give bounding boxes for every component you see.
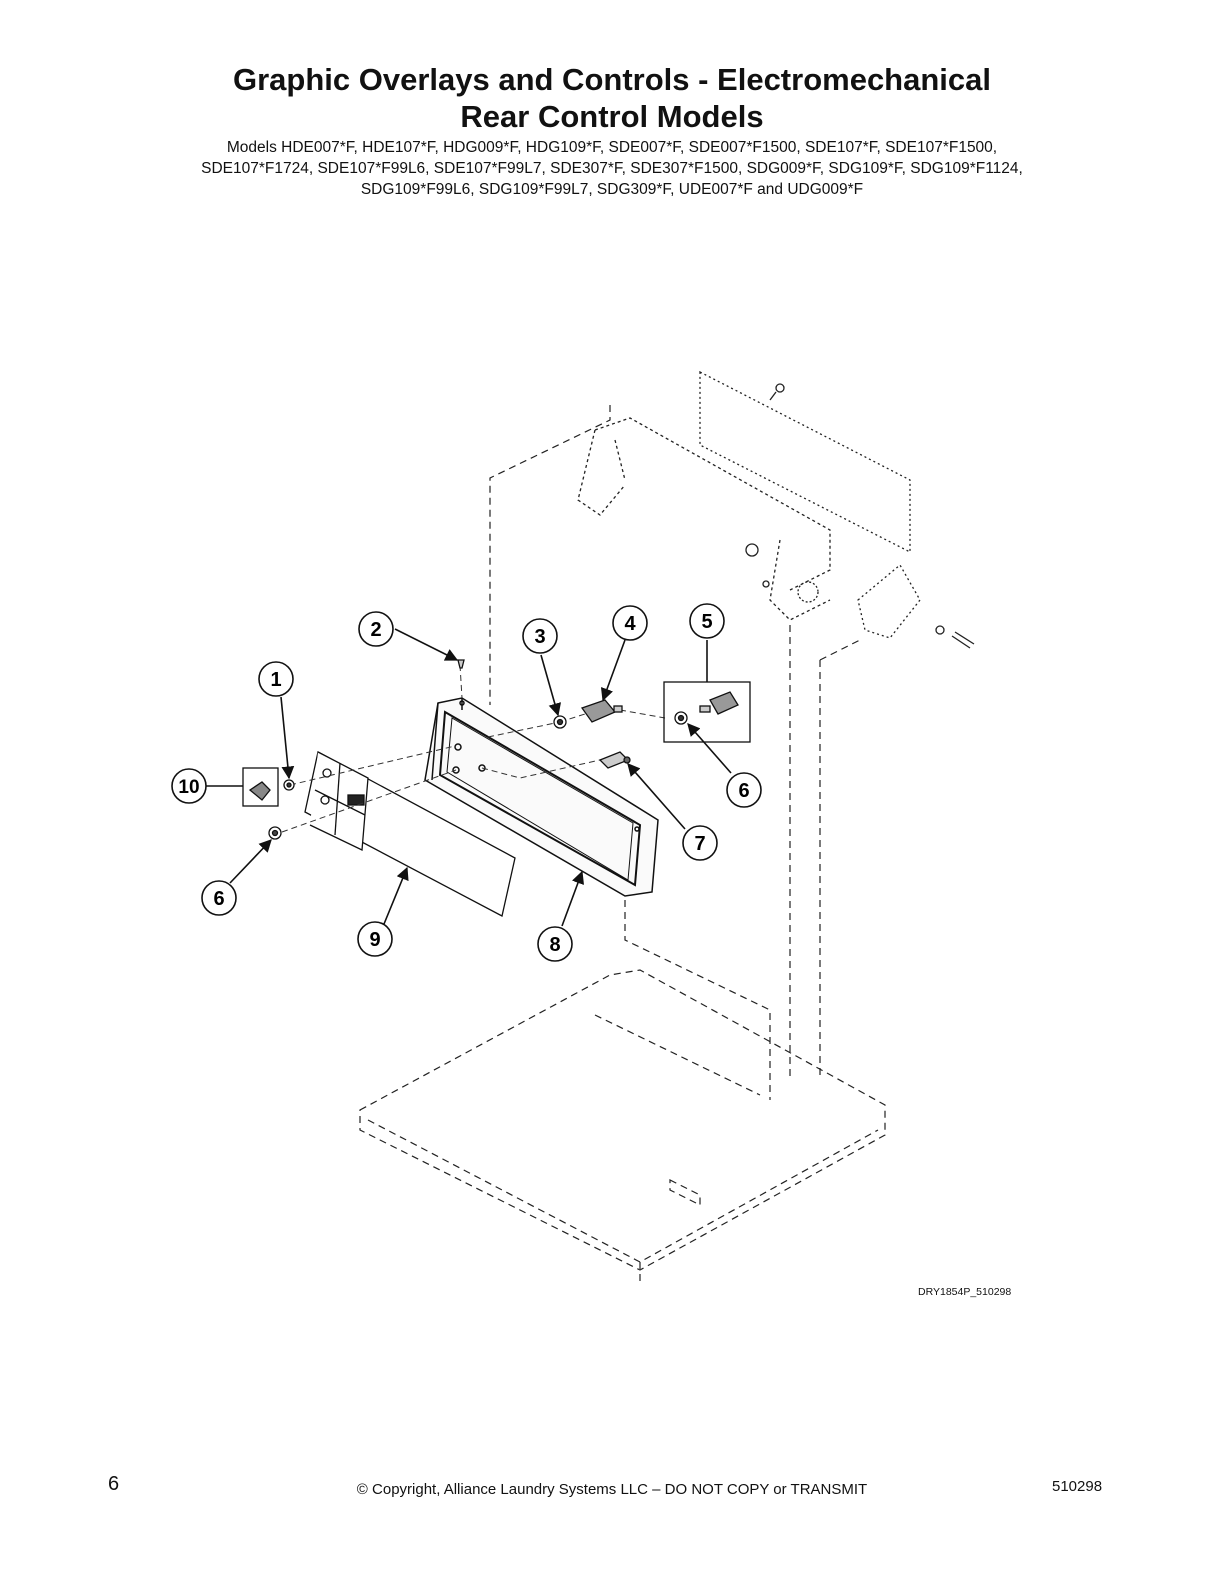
svg-text:3: 3 — [534, 626, 545, 648]
cabinet-outline — [359, 405, 886, 1282]
svg-text:6: 6 — [738, 780, 749, 802]
assembly-lines — [281, 664, 666, 833]
callout-7: 7 — [682, 825, 718, 861]
svg-text:8: 8 — [549, 934, 560, 956]
leader-arrows — [206, 628, 732, 927]
models-list-line-3: SDG109*F99L6, SDG109*F99L7, SDG309*F, UD… — [360, 181, 864, 198]
models-list-line-1: Models HDE007*F, HDE107*F, HDG009*F, HDG… — [226, 139, 998, 156]
diagram-reference-code: DRY1854P_510298 — [918, 1286, 1012, 1298]
page-title-line-1: Graphic Overlays and Controls - Electrom… — [232, 62, 992, 97]
page-number: 6 — [108, 1473, 120, 1495]
control-panel — [424, 697, 659, 897]
svg-text:1: 1 — [270, 669, 281, 691]
svg-text:10: 10 — [178, 777, 199, 798]
callout-6-right: 6 — [726, 772, 762, 808]
svg-text:2: 2 — [370, 619, 381, 641]
rear-console — [577, 370, 975, 649]
svg-text:6: 6 — [213, 888, 224, 910]
copyright-notice: © Copyright, Alliance Laundry Systems LL… — [356, 1481, 868, 1498]
document-code: 510298 — [1052, 1478, 1103, 1495]
callout-9: 9 — [357, 921, 393, 957]
callout-4: 4 — [612, 605, 648, 641]
svg-text:4: 4 — [624, 613, 636, 635]
page-title-line-2: Rear Control Models — [460, 99, 764, 134]
callout-1: 1 — [258, 661, 294, 697]
callout-3: 3 — [522, 618, 558, 654]
models-list-line-2: SDE107*F1724, SDE107*F99L6, SDE107*F99L7… — [201, 160, 1023, 177]
svg-text:5: 5 — [701, 611, 712, 633]
callout-2: 2 — [358, 611, 394, 647]
svg-text:9: 9 — [369, 929, 380, 951]
svg-text:7: 7 — [694, 833, 705, 855]
callout-5: 5 — [689, 603, 725, 639]
small-parts — [242, 659, 751, 840]
callouts: 1 2 3 4 5 6 7 8 — [171, 603, 762, 962]
callout-8: 8 — [537, 926, 573, 962]
callout-6-left: 6 — [201, 880, 237, 916]
callout-10: 10 — [171, 768, 207, 804]
